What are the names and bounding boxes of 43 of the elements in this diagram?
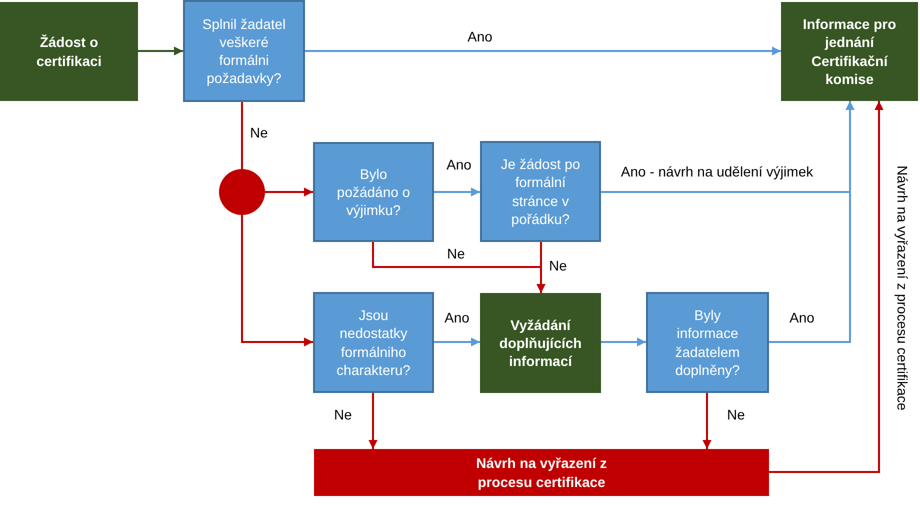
step-label: Vyžádání doplňujících informací [498, 316, 583, 370]
arrow [368, 393, 378, 449]
edge-label: Ne [334, 406, 352, 424]
junction-circle [219, 169, 265, 215]
decision-question: Bylo požádáno o výjimku? [336, 164, 411, 220]
edge-label: Ne [549, 258, 567, 274]
edge-label: Ano - návrh na udělení výjimek [620, 164, 814, 180]
decision-question: Splnil žadatel veškeré formálni požadavky? [201, 14, 287, 88]
edge-label: Ano [790, 310, 814, 326]
arrow [305, 46, 781, 56]
arrow [434, 188, 480, 196]
decision-question: Jsou nedostatky formálniho charakteru? [336, 306, 412, 379]
connector-line [241, 102, 243, 169]
decision-box [646, 292, 769, 393]
arrow [702, 393, 712, 449]
arrow [434, 338, 480, 346]
step-label: Informace pro jednání Certifikační komise [802, 15, 898, 88]
decision-question: Byly informace žadatelem doplněny? [674, 306, 741, 379]
arrow [138, 46, 183, 56]
arrow [601, 338, 646, 346]
edge-label: Ano [468, 28, 492, 46]
edge-label: Ne [447, 246, 465, 262]
decision-box [480, 141, 601, 242]
step-label: Žádost o certifikaci [35, 33, 103, 70]
start-box [0, 2, 138, 101]
arrow [769, 101, 884, 473]
decision-box [313, 142, 434, 242]
decision-box [313, 292, 434, 393]
process-box [480, 293, 601, 393]
arrow [241, 215, 313, 346]
arrow [769, 101, 854, 343]
arrow [536, 242, 546, 293]
edge-label: Ano [444, 310, 470, 326]
edge-label: Ano [446, 156, 472, 174]
step-label: Návrh na vyřazení z procesu certifikace [475, 454, 608, 491]
edge-label: Ne [250, 124, 268, 142]
outcome-box [781, 2, 918, 101]
edge-label: Návrh na vyřazení z procesu certifikace [894, 165, 910, 411]
decision-question: Je žádost po formální stránce v pořádku? [500, 155, 582, 228]
edge-label: Ne [727, 406, 745, 424]
decision-box [183, 0, 305, 102]
arrow [265, 188, 313, 196]
outcome-bar [314, 449, 769, 496]
